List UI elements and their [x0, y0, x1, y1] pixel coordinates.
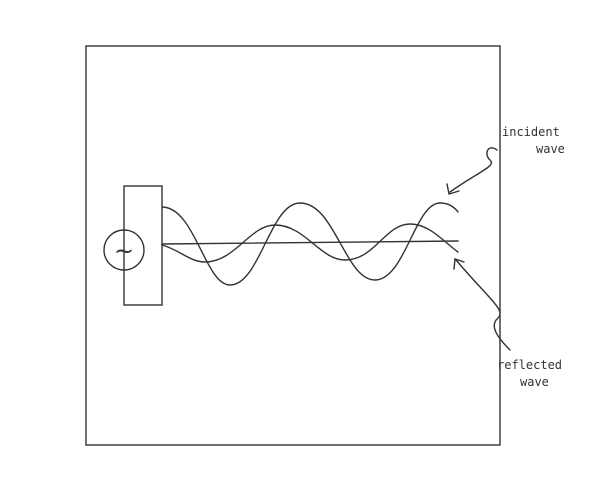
- reflected-label-line2: wave: [520, 375, 549, 389]
- incident-label-line1: incident: [502, 125, 560, 139]
- incident-label-line2: wave: [536, 142, 565, 156]
- reflected-wave: [161, 223, 459, 263]
- reflected-label-line1: reflected: [497, 358, 562, 372]
- ac-source-icon: [103, 229, 145, 271]
- enclosure-box: [85, 45, 501, 446]
- incident-wave: [161, 202, 459, 286]
- incident-leader-arrow: [449, 147, 498, 193]
- reflected-leader-arrow: [455, 259, 511, 351]
- reflected-arrowhead-icon: [453, 258, 465, 270]
- sine-symbol: ~: [114, 237, 134, 265]
- incident-arrowhead-icon: [446, 183, 460, 195]
